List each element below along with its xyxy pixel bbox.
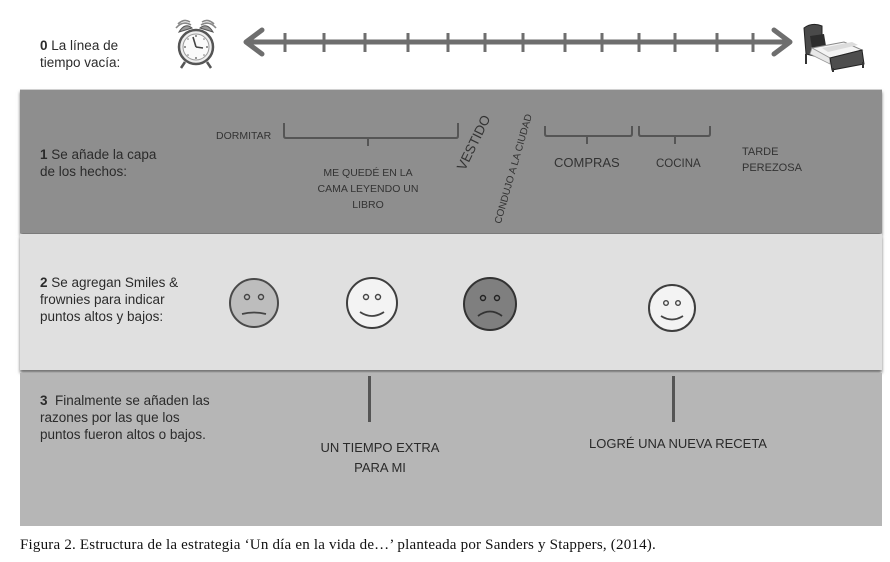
smile-face-icon xyxy=(346,277,398,329)
fact-tarde-line2: PEREZOSA xyxy=(742,162,802,174)
reason-nueva-receta: LOGRÉ UNA NUEVA RECETA xyxy=(589,436,767,451)
step-1-line2: de los hechos: xyxy=(40,164,128,179)
fact-dormitar: DORMITAR xyxy=(216,130,272,142)
fact-leyendo-line3: LIBRO xyxy=(352,199,384,211)
step-3-label: 3 Finalmente se añaden las razones por l… xyxy=(40,392,210,443)
bracket-leyendo xyxy=(283,123,459,146)
step-2-number: 2 xyxy=(40,275,48,290)
step-1-line1: Se añade la capa xyxy=(51,147,157,162)
fact-leyendo-line2: CAMA LEYENDO UN xyxy=(317,183,419,195)
bed-icon xyxy=(803,23,865,72)
reason-1-line2: PARA MI xyxy=(354,460,406,475)
step-0-number: 0 xyxy=(40,38,48,53)
bracket-cocina xyxy=(638,126,711,144)
step-2-label: 2 Se agregan Smiles & frownies para indi… xyxy=(40,274,178,325)
fact-tarde-line1: TARDE xyxy=(742,146,779,158)
alarm-clock-icon xyxy=(175,19,217,69)
step-3-line1: Finalmente se añaden las xyxy=(55,393,210,408)
facts-layer-band xyxy=(20,89,882,233)
neutral-face-icon xyxy=(229,278,279,328)
step-0-label: 0 La línea de tiempo vacía: xyxy=(40,37,120,71)
reasons-layer-band xyxy=(20,373,882,526)
step-0-line2: tiempo vacía: xyxy=(40,55,121,70)
frown-face-icon xyxy=(463,277,517,331)
step-1-number: 1 xyxy=(40,147,48,162)
step-0-line1: La línea de xyxy=(51,38,119,53)
step-2-line1: Se agregan Smiles & xyxy=(51,275,179,290)
step-1-label: 1 Se añade la capa de los hechos: xyxy=(40,146,156,180)
timeline-arrow xyxy=(243,27,793,57)
fact-leyendo-line1: ME QUEDÉ EN LA xyxy=(323,167,413,179)
step-2-line2: frownies para indicar xyxy=(40,292,165,307)
bracket-compras xyxy=(544,126,633,144)
smile-face-icon-2 xyxy=(648,284,696,332)
smiles-layer-band xyxy=(20,234,882,370)
reason-tiempo-extra: UN TIEMPO EXTRA PARA MI xyxy=(300,438,460,478)
step-2-line3: puntos altos y bajos: xyxy=(40,309,164,324)
fact-tarde-perezosa: TARDE PEREZOSA xyxy=(742,144,802,176)
fact-leyendo: ME QUEDÉ EN LA CAMA LEYENDO UN LIBRO xyxy=(298,165,438,213)
step-3-line2: razones por las que los xyxy=(40,410,180,425)
step-3-line3: puntos fueron altos o bajos. xyxy=(40,427,206,442)
figure-caption: Figura 2. Estructura de la estrategia ‘U… xyxy=(20,537,656,553)
step-3-number: 3 xyxy=(40,393,48,408)
reason-1-connector xyxy=(368,376,371,422)
reason-2-connector xyxy=(672,376,675,422)
fact-cocina: COCINA xyxy=(656,158,701,170)
fact-compras: COMPRAS xyxy=(554,155,620,170)
reason-1-line1: UN TIEMPO EXTRA xyxy=(320,440,440,455)
